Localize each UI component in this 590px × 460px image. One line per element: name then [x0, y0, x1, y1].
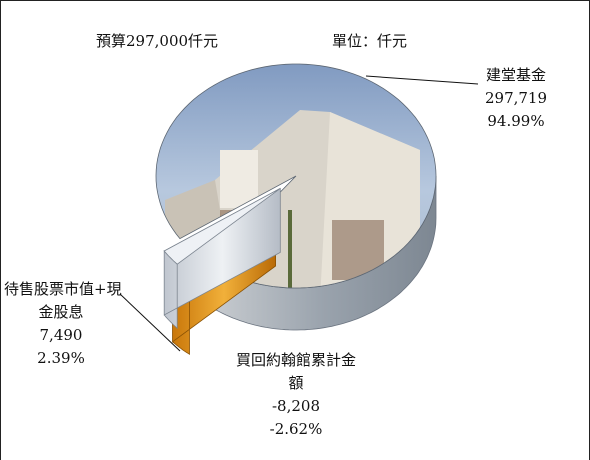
chart-title: 預算297,000仟元	[96, 32, 219, 50]
label-stock-name-line1: 待售股票市值+現	[4, 280, 122, 298]
label-building-fund-value: 297,719	[484, 89, 548, 107]
chart-subtitle: 單位：仟元	[332, 32, 408, 50]
label-buyback-value: -8,208	[271, 397, 320, 415]
label-buyback-name-line1: 買回約翰館累計金	[235, 351, 356, 369]
leader-line-building-fund	[365, 75, 479, 85]
label-stock: 待售股票市值+現 金股息 7,490 2.39%	[4, 278, 122, 370]
label-building-fund-name: 建堂基金	[485, 66, 546, 84]
label-buyback-percent: -2.62%	[269, 420, 323, 438]
label-building-fund-percent: 94.99%	[487, 112, 545, 130]
label-building-fund: 建堂基金 297,719 94.99%	[470, 64, 562, 133]
label-stock-percent: 2.39%	[37, 349, 85, 367]
label-stock-name-line2: 金股息	[38, 303, 84, 321]
pie-slice-outline-main	[155, 63, 437, 289]
pie-slice-top-white	[163, 188, 281, 265]
label-buyback-name-line2: 額	[288, 374, 304, 392]
label-stock-value: 7,490	[39, 326, 83, 344]
label-buyback: 買回約翰館累計金 額 -8,208 -2.62%	[232, 349, 360, 441]
leader-line-stock	[119, 293, 181, 352]
